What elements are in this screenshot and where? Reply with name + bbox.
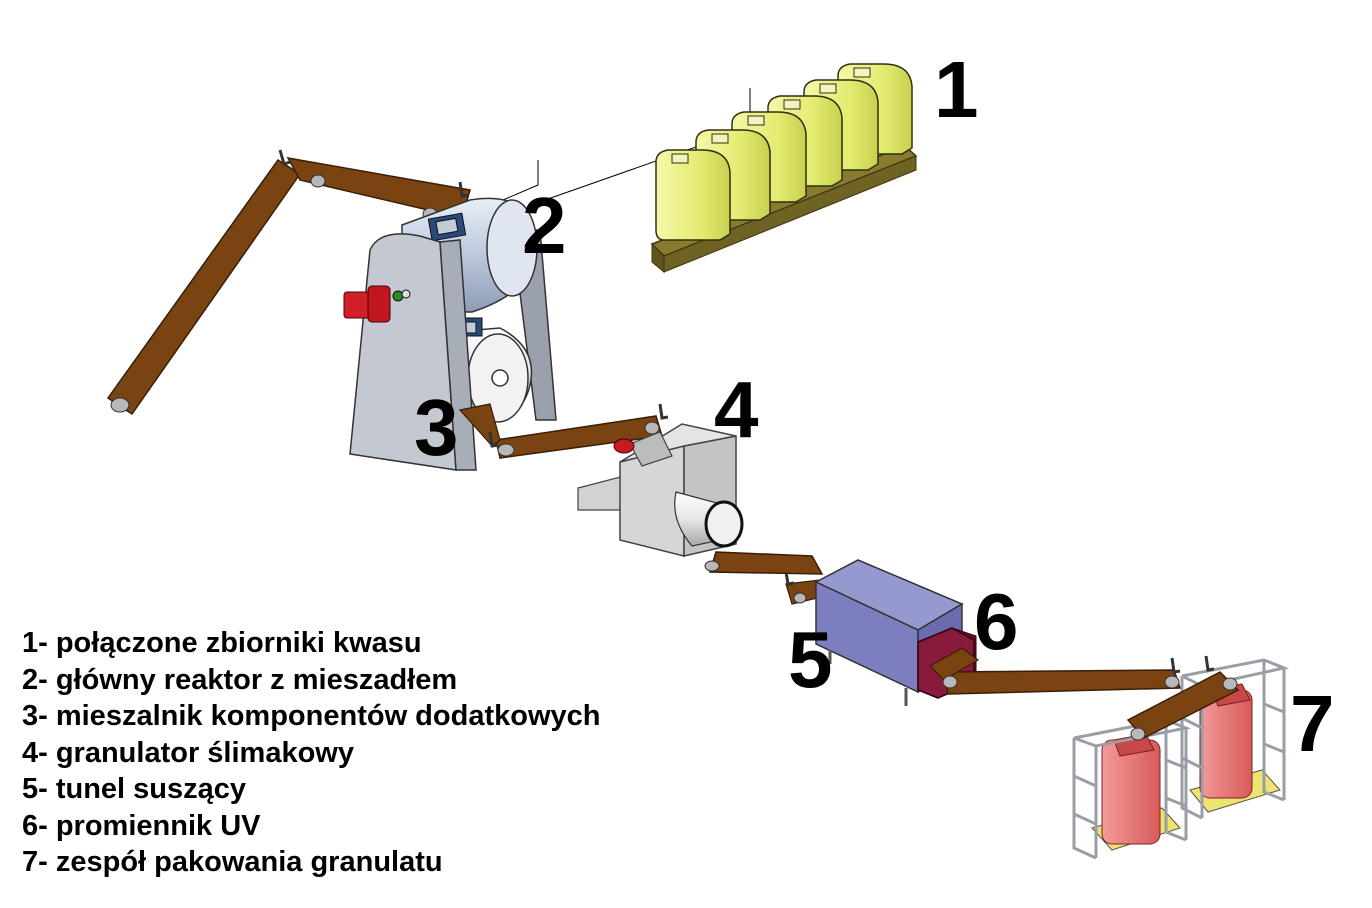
conveyor-3-4-roller-1 (497, 443, 515, 457)
label-station-2: 2 (522, 181, 567, 270)
mixer-hub (491, 369, 509, 387)
packing-cage-right (1180, 658, 1290, 820)
legend-item-1: 1- połączone zbiorniki kwasu (22, 627, 422, 659)
screw-granulator (577, 423, 744, 557)
main-reactor (343, 197, 557, 471)
bag-left (1101, 739, 1161, 845)
packing-conveyor-roller-2 (1222, 677, 1238, 691)
conveyor-6-7-roller-1 (942, 675, 958, 689)
tank-pallet-front (663, 155, 917, 273)
label-station-1: 1 (934, 45, 979, 134)
legend: 1- połączone zbiorniki kwasu 2- główny r… (22, 625, 601, 881)
reactor-hatch-inner (435, 217, 459, 236)
feed-conveyor-hook-1 (278, 149, 291, 166)
conveyor-6-7-roller-2 (1164, 675, 1180, 689)
packing-conveyor-hook (1204, 655, 1215, 672)
conveyor-4-5 (704, 551, 827, 605)
feed-conveyor-lower (106, 158, 302, 416)
tank-1 (655, 149, 731, 241)
packing-conveyor-roller-1 (1130, 727, 1146, 741)
legend-item-4: 4- granulator ślimakowy (22, 736, 354, 769)
reactor-drum-end (486, 199, 538, 297)
conveyor-4-5-roller (704, 560, 720, 572)
legend-item-3: 3- mieszalnik komponentów dodatkowych (22, 700, 601, 732)
packing-unit (1072, 655, 1290, 860)
packing-cage-left (1072, 718, 1192, 860)
granulator-red-gear (613, 438, 635, 454)
acid-tanks-group (467, 63, 918, 274)
label-station-5: 5 (788, 615, 833, 704)
granulator-hopper (629, 431, 673, 467)
conveyor-6-7-belt (943, 669, 1182, 695)
conveyor-6-7 (929, 647, 1182, 695)
conveyor-3-4-hook (658, 403, 669, 420)
legend-item-6: 6- promiennik UV (22, 809, 261, 842)
feed-conveyor (106, 149, 471, 416)
label-station-6: 6 (974, 577, 1019, 666)
conveyor-3-4-hook-2 (488, 431, 499, 448)
conveyor-6-7-hook (1170, 657, 1181, 674)
reactor-motor (343, 285, 411, 323)
legend-item-5: 5- tunel suszący (22, 773, 247, 805)
label-station-3: 3 (414, 383, 459, 472)
conveyor-6-7-ramp (929, 647, 980, 681)
feed-conveyor-roller-1 (110, 397, 130, 413)
conveyor-4-5-belt (708, 551, 824, 575)
conveyor-3-4-roller-2 (644, 421, 660, 435)
feed-conveyor-upper (286, 156, 471, 219)
granulator-barrel-end (704, 500, 744, 548)
feed-conveyor-roller-2 (310, 174, 326, 188)
dryer-roller (793, 592, 807, 604)
label-station-7: 7 (1290, 679, 1335, 768)
legend-item-2: 2- główny reaktor z mieszadłem (22, 663, 458, 696)
feed-conveyor-hook-2 (458, 181, 469, 198)
label-station-4: 4 (714, 365, 759, 454)
conveyor-4-5-hook (784, 571, 795, 586)
conveyor-3-4 (458, 403, 669, 459)
legend-item-7: 7- zespół pakowania granulatu (22, 846, 443, 878)
